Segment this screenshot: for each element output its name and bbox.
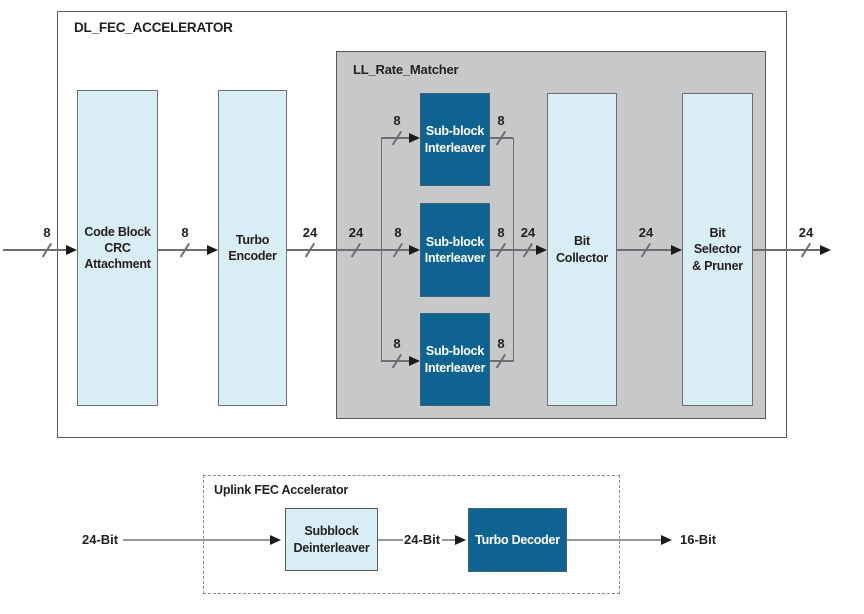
arrow-into-interleaver-top xyxy=(409,132,420,143)
block-subblock-interleaver-mid: Sub-block Interleaver xyxy=(420,203,490,297)
block-subblock-interleaver-top: Sub-block Interleaver xyxy=(420,93,490,186)
bus-width-branch-top: 8 xyxy=(393,113,401,128)
wire-input xyxy=(3,249,69,251)
uplink-arrow-output xyxy=(661,534,672,545)
block-turbo-encoder: Turbo Encoder xyxy=(218,90,287,406)
uplink-arrow-into-decoder xyxy=(455,534,466,545)
arrow-into-interleaver-mid xyxy=(409,244,420,255)
uplink-wire-input xyxy=(123,539,271,541)
wire-merge-to-collector xyxy=(513,249,537,251)
arrow-into-interleaver-bottom xyxy=(409,355,420,366)
bus-width-out-bottom: 8 xyxy=(497,336,505,351)
bus-width-rm-in: 24 xyxy=(348,225,364,240)
bus-width-crc-turbo: 8 xyxy=(181,225,189,240)
block-bit-selector-pruner: Bit Selector & Pruner xyxy=(682,93,753,406)
uplink-output-label: 16-Bit xyxy=(680,532,717,547)
bus-width-input: 8 xyxy=(43,225,51,240)
bus-width-selector-in: 24 xyxy=(638,225,654,240)
uplink-fec-accelerator-box xyxy=(203,475,620,594)
block-subblock-interleaver-bottom: Sub-block Interleaver xyxy=(420,313,490,406)
bus-width-output: 24 xyxy=(798,225,814,240)
bus-width-branch-mid: 8 xyxy=(394,225,402,240)
arrow-output xyxy=(820,244,831,255)
uplink-arrow-input xyxy=(270,534,281,545)
uplink-wire-output xyxy=(567,539,662,541)
bus-width-turbo-out: 24 xyxy=(302,225,318,240)
arrow-into-collector xyxy=(536,244,547,255)
uplink-input-label: 24-Bit xyxy=(82,532,119,547)
ll-rate-matcher-title: LL_Rate_Matcher xyxy=(353,62,459,77)
arrow-crc-to-turbo xyxy=(207,244,218,255)
bus-width-collector-in: 24 xyxy=(520,225,536,240)
uplink-mid-label: 24-Bit xyxy=(404,532,441,547)
uplink-fec-accelerator-title: Uplink FEC Accelerator xyxy=(214,483,349,497)
bus-width-out-top: 8 xyxy=(497,113,505,128)
uplink-wire-mid-left xyxy=(378,539,403,541)
block-code-block-crc-attachment: Code Block CRC Attachment xyxy=(77,90,158,406)
block-bit-collector: Bit Collector xyxy=(547,93,617,406)
bus-width-out-mid: 8 xyxy=(497,225,505,240)
block-subblock-deinterleaver: Subblock Deinterleaver xyxy=(285,508,378,571)
arrow-into-selector xyxy=(671,244,682,255)
dl-fec-accelerator-title: DL_FEC_ACCELERATOR xyxy=(74,20,233,35)
wire-turbo-to-interleaver xyxy=(287,249,411,251)
block-turbo-decoder: Turbo Decoder xyxy=(468,508,567,572)
bus-width-branch-bottom: 8 xyxy=(393,336,401,351)
uplink-wire-mid-right xyxy=(442,539,456,541)
wire-branch-vertical xyxy=(380,137,383,362)
wire-output xyxy=(753,249,821,251)
arrow-input xyxy=(66,244,77,255)
